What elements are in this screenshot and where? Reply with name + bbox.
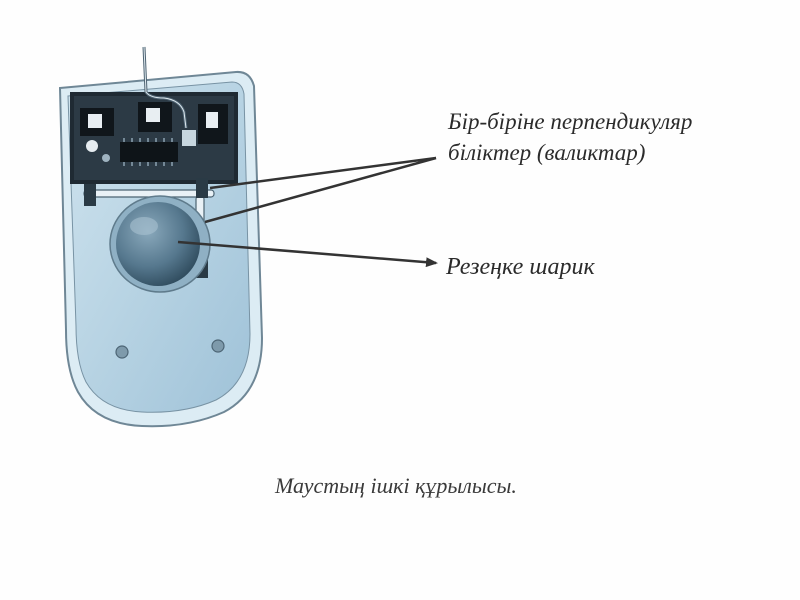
pointer-axis-vertical (204, 156, 437, 224)
roller-support-left (84, 184, 96, 206)
ball-highlight (130, 217, 158, 235)
screw-hole-left (115, 345, 129, 359)
label-perpendicular-axes: Бір-біріне перпендикуляр біліктер (валик… (448, 106, 692, 168)
pointer-ball-arrow (177, 240, 438, 268)
controller-chip (120, 142, 178, 162)
screw-hole-right (211, 339, 225, 353)
sensor-window-middle (146, 108, 160, 122)
pointer-axis-horizontal (209, 156, 437, 190)
capacitor-component (102, 154, 110, 162)
led-component (86, 140, 98, 152)
label-perpendicular-axes-line1: Бір-біріне перпендикуляр (448, 109, 693, 134)
figure-caption: Маустың ішкі құрылысы. (275, 473, 517, 498)
roller-support-right (196, 178, 208, 198)
sensor-window-right (206, 112, 218, 128)
board-connector (182, 130, 196, 146)
chip-pins (123, 138, 173, 166)
label-perpendicular-axes-line2: біліктер (валиктар) (448, 140, 646, 165)
label-rubber-ball: Резеңке шарик (446, 254, 595, 280)
sensor-window-left (88, 114, 102, 128)
roller-shaft-horizontal (83, 189, 215, 198)
